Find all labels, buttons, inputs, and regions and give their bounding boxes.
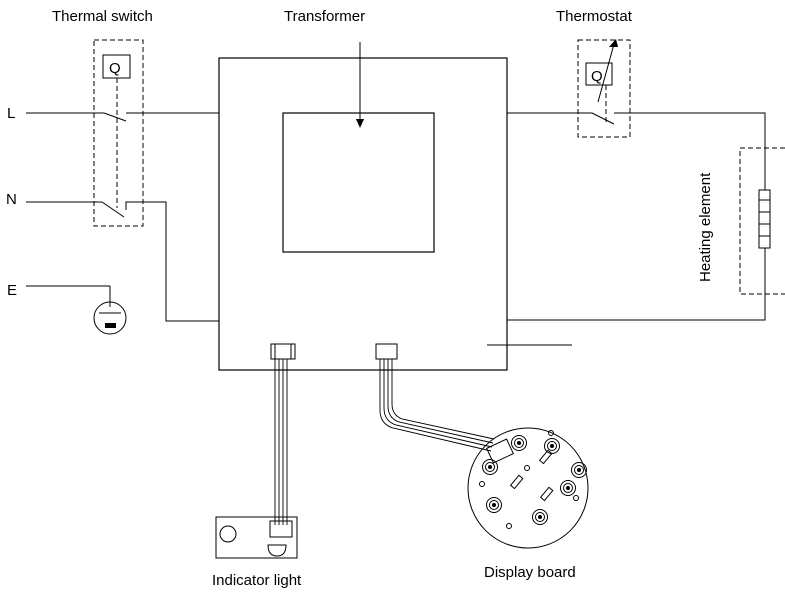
display-led [482,459,498,475]
display-led [571,462,587,478]
display-led [532,509,548,525]
display-board [467,427,589,549]
label-transformer: Transformer [284,8,365,25]
line-wire [26,112,219,122]
main-control-box [218,57,508,371]
indicator-light-board [215,516,298,559]
label-earth: E [7,282,17,299]
display-led [486,497,502,513]
thermal-switch: Q [93,39,144,227]
label-thermostat: Thermostat [556,8,633,25]
display-connector [375,343,398,360]
display-wire-bundle [379,359,495,452]
indicator-wire-bundle [274,359,288,525]
label-display-board: Display board [484,564,576,581]
heating-return-wire [507,248,766,321]
label-thermal-switch: Thermal switch [52,8,153,25]
heating-element-enclosure [739,147,785,295]
heating-element-resistor [758,189,771,249]
neutral-wire [26,201,219,322]
indicator-connector [270,343,296,360]
thermostat-wire [507,112,766,190]
display-led [560,480,576,496]
label-neutral: N [6,191,17,208]
transformer-core [282,112,435,253]
label-heating-element: Heating element [697,172,714,282]
thermal-switch-symbol: Q [109,60,121,77]
thermostat-symbol: Q [591,68,603,85]
ground-symbol [93,301,127,335]
transformer-pointer-arrow [356,42,364,128]
thermostat: Q [577,39,631,138]
earth-wire [26,285,111,307]
label-line: L [7,105,15,122]
display-led [511,435,527,451]
label-indicator-light: Indicator light [212,572,302,589]
